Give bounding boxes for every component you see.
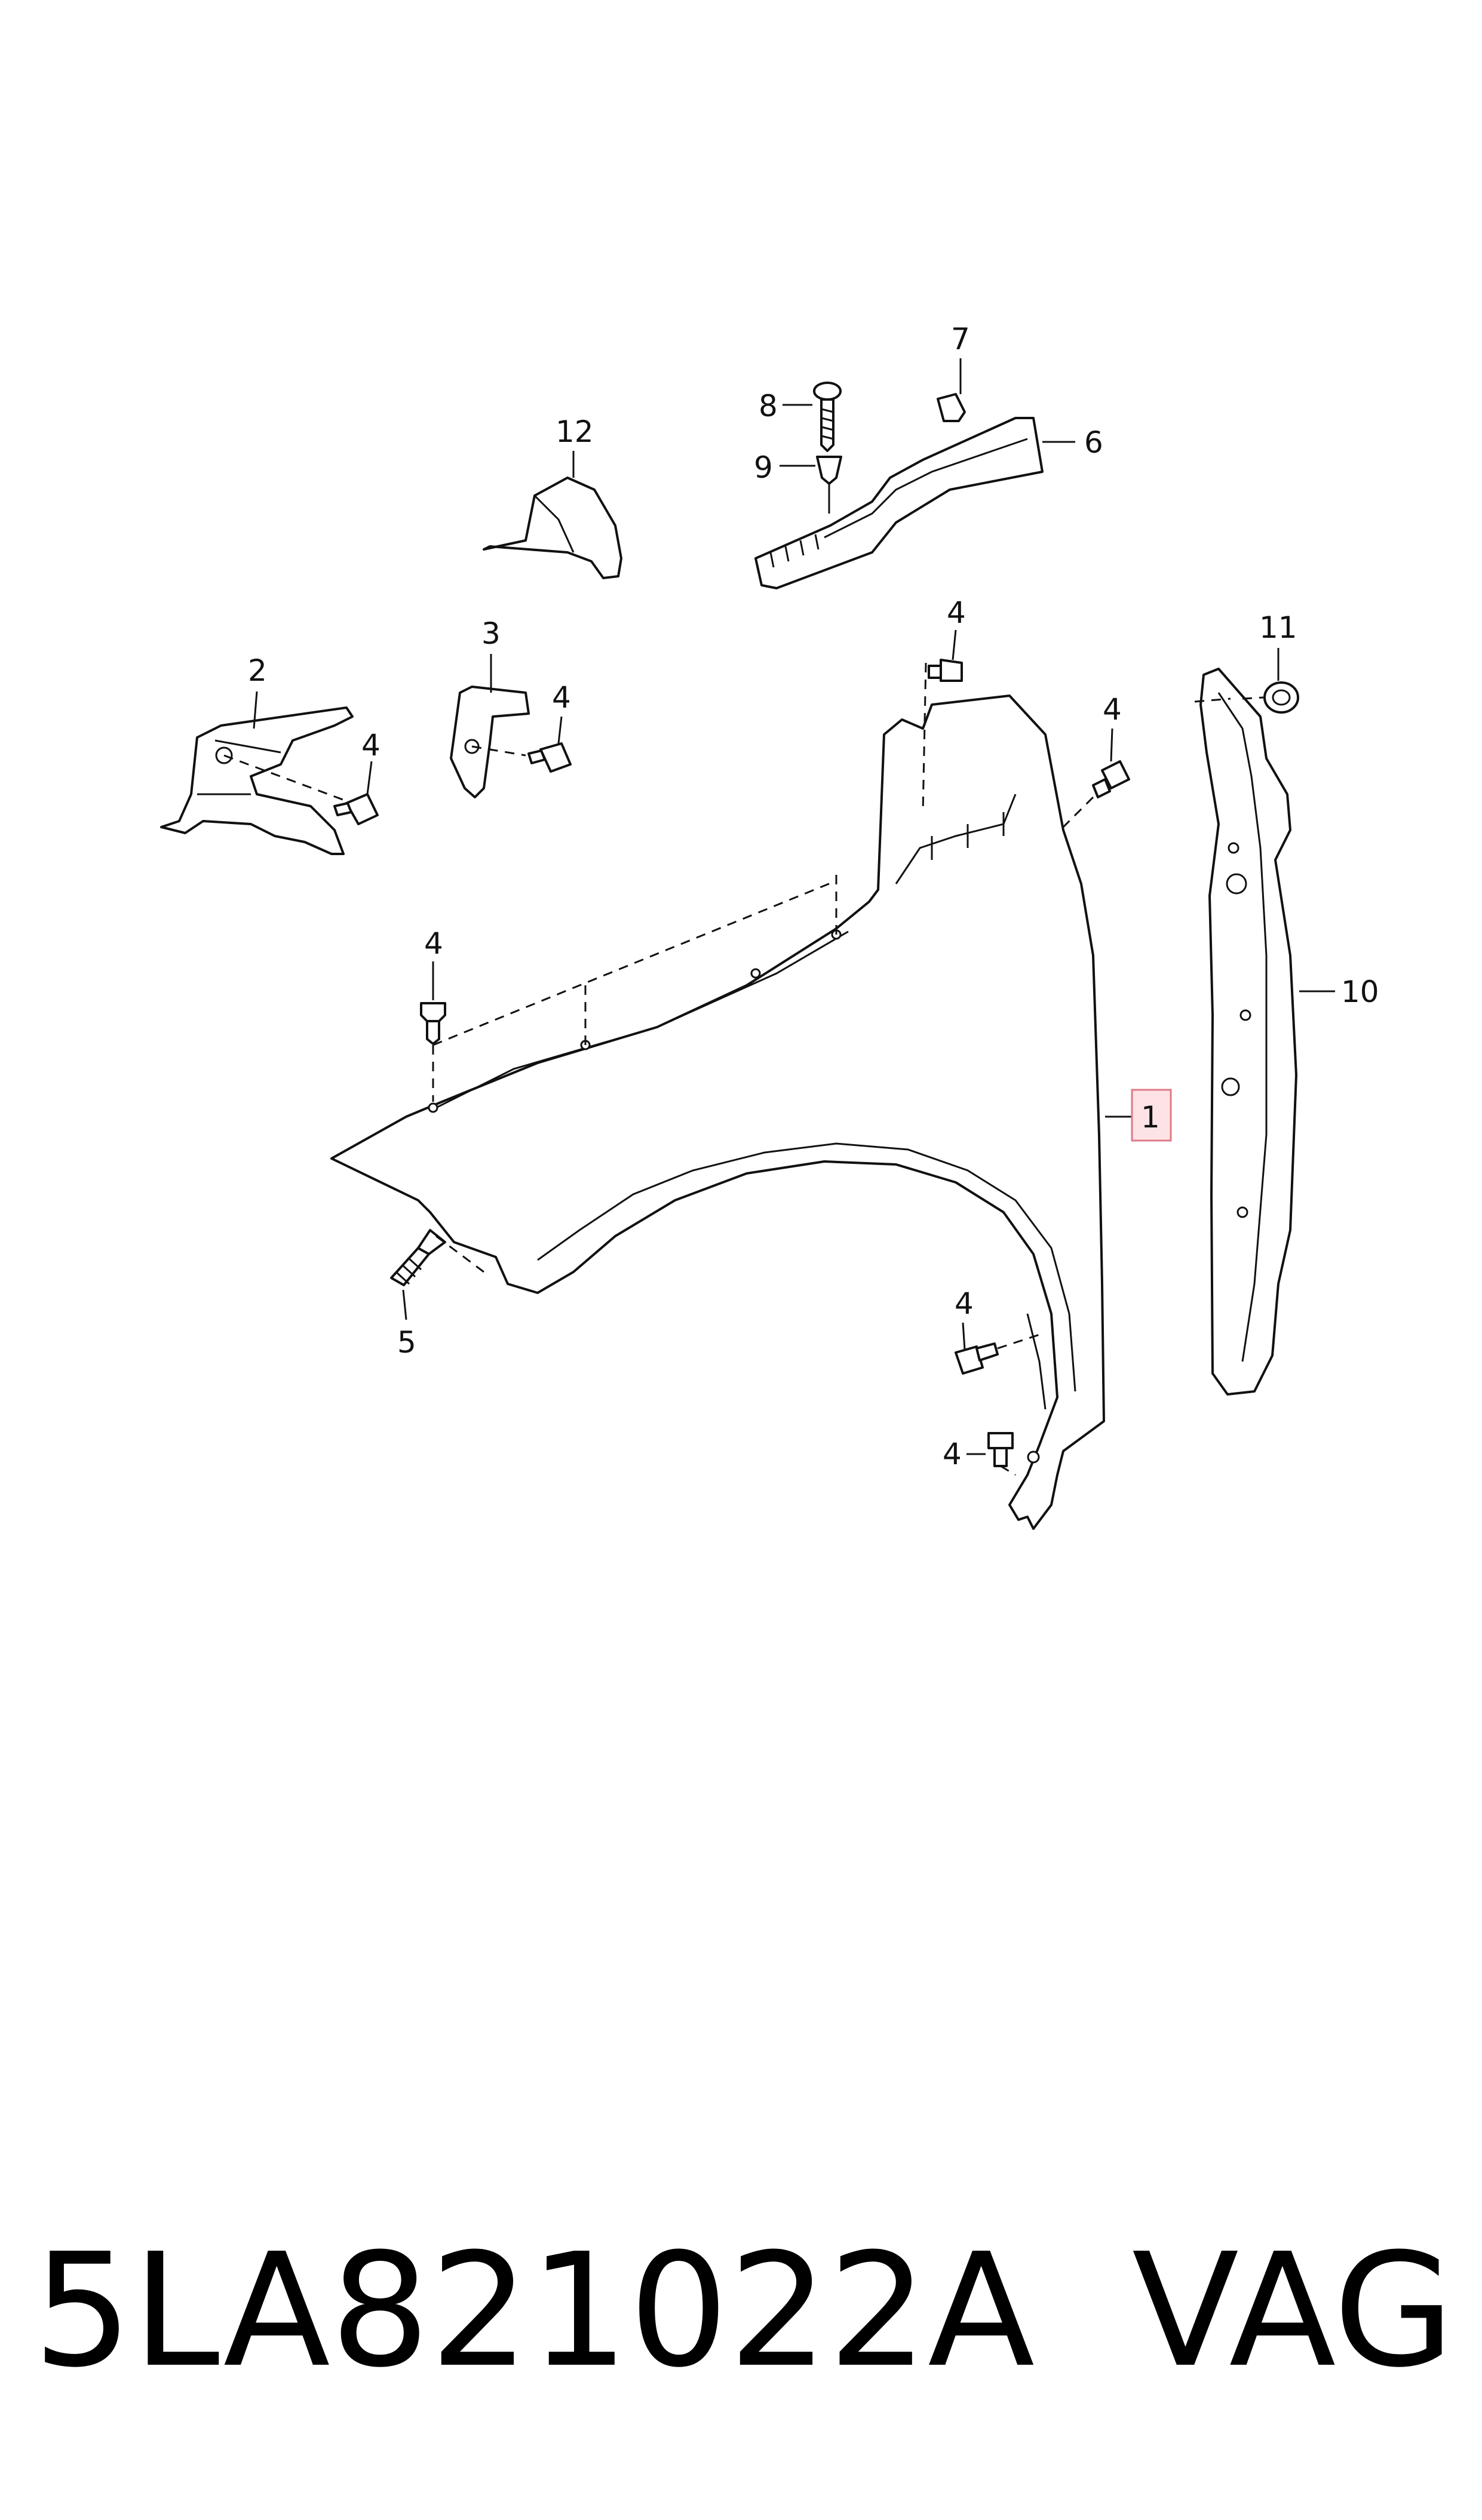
callout-5-group: 5 bbox=[397, 1289, 416, 1360]
callout-4-a: 4 bbox=[424, 926, 443, 961]
clip-7 bbox=[937, 393, 966, 422]
callout-4-d: 4 bbox=[947, 595, 966, 630]
nut-9 bbox=[816, 456, 842, 514]
part-number-footer: 5LA821022A VAG bbox=[33, 2215, 1455, 2407]
callout-4-g: 4 bbox=[943, 1437, 962, 1471]
callout-4-a-group: 4 bbox=[424, 926, 443, 1000]
callout-10: 10 bbox=[1341, 975, 1379, 1009]
callout-1-highlight bbox=[1131, 1089, 1172, 1142]
callout-8-group: 8 bbox=[759, 389, 812, 423]
part-number: 5LA821022A bbox=[33, 2220, 1035, 2402]
bolt-4-e bbox=[1062, 760, 1130, 828]
callout-11-group: 11 bbox=[1259, 610, 1297, 681]
callout-5: 5 bbox=[397, 1325, 416, 1360]
bolt-4-f bbox=[955, 1333, 1040, 1375]
callout-2: 2 bbox=[248, 653, 267, 688]
callout-6-group: 6 bbox=[1042, 425, 1103, 460]
support-strip-10 bbox=[1194, 668, 1297, 1396]
bracket-2 bbox=[160, 706, 354, 855]
callout-2-group: 2 bbox=[248, 653, 267, 729]
callout-12: 12 bbox=[556, 414, 594, 449]
callout-4-g-group: 4 bbox=[943, 1437, 986, 1471]
seal-strip-6 bbox=[754, 417, 1044, 589]
bolt-4-a bbox=[420, 1002, 446, 1102]
screw-8 bbox=[813, 382, 842, 452]
brand-name: VAG bbox=[1131, 2220, 1455, 2402]
callout-4-f: 4 bbox=[955, 1286, 974, 1321]
callout-4-d-group: 4 bbox=[947, 595, 966, 660]
callout-4-c-group: 4 bbox=[552, 680, 571, 744]
callout-4-f-group: 4 bbox=[955, 1286, 974, 1350]
callout-6: 6 bbox=[1084, 425, 1103, 460]
bolt-4-b bbox=[333, 793, 379, 825]
callout-9: 9 bbox=[754, 450, 773, 485]
callout-4-e: 4 bbox=[1103, 692, 1122, 727]
callout-1: 1 bbox=[1141, 1100, 1160, 1135]
callout-8: 8 bbox=[759, 389, 778, 423]
callout-12-group: 12 bbox=[556, 414, 594, 478]
fender-panel bbox=[330, 694, 1105, 1530]
callout-4-c: 4 bbox=[552, 680, 571, 715]
stud-bolt-5 bbox=[390, 1229, 484, 1286]
callout-3-group: 3 bbox=[481, 616, 501, 693]
bolt-4-c bbox=[527, 742, 572, 773]
clip-11 bbox=[1242, 681, 1299, 714]
callout-4-b-group: 4 bbox=[361, 728, 381, 795]
callout-9-group: 9 bbox=[754, 450, 815, 485]
callout-4-e-group: 4 bbox=[1103, 692, 1122, 762]
bolt-4-g bbox=[987, 1432, 1016, 1476]
bolt-4-d bbox=[922, 659, 963, 813]
callout-4-b: 4 bbox=[361, 728, 381, 763]
install-line-a bbox=[432, 880, 837, 1046]
deflector-12 bbox=[483, 477, 622, 579]
callout-7: 7 bbox=[951, 322, 970, 357]
callout-7-group: 7 bbox=[951, 322, 970, 394]
callout-3: 3 bbox=[481, 616, 501, 651]
bracket-3 bbox=[450, 686, 530, 798]
callout-1-group: 1 bbox=[1105, 1089, 1172, 1142]
callout-11: 11 bbox=[1259, 610, 1297, 645]
callout-10-group: 10 bbox=[1299, 975, 1379, 1009]
